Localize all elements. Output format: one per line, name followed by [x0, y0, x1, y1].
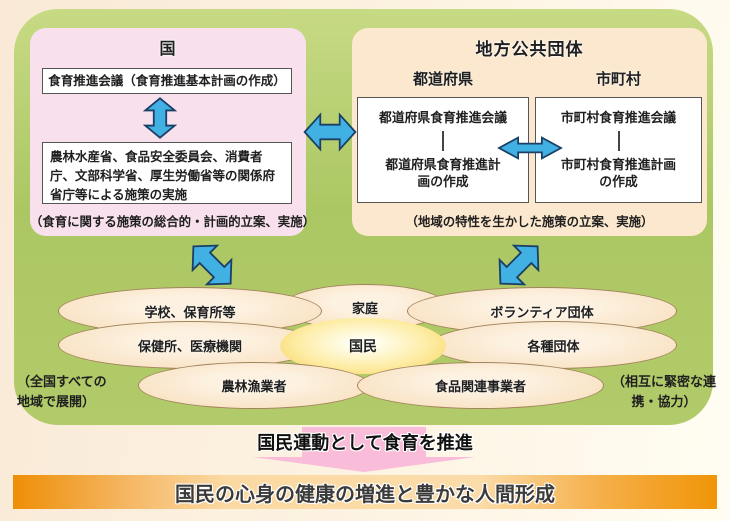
stakeholder-label: 各種団体 — [527, 338, 580, 354]
local-panel: 地方公共団体 都道府県 市町村 都道府県食育推進会議 都道府県食育推進計画の作成… — [352, 28, 707, 236]
stakeholder-ellipse-food-business: 食品関連事業者 — [357, 362, 604, 409]
prefecture-council-label: 都道府県食育推進会議 — [379, 110, 507, 125]
prefecture-municipal-double-arrow-icon — [497, 136, 563, 160]
nation-council-label: 食育推進会議（食育推進基本計画の作成） — [48, 73, 286, 88]
nation-title: 国 — [159, 41, 177, 58]
municipal-plan-label: 市町村食育推進計画の作成 — [560, 157, 677, 190]
local-title: 地方公共団体 — [475, 40, 584, 59]
municipal-council-label: 市町村食育推進会議 — [560, 110, 677, 125]
stakeholder-label: 家庭 — [351, 300, 378, 316]
connector-line — [442, 131, 444, 151]
goal-text: 国民の心身の健康の増進と豊かな人間形成 — [175, 483, 555, 506]
nationwide-caption: （全国すべての地域で展開） — [17, 374, 107, 410]
nation-ministries-box: 農林水産省、食品安全委員会、消費者庁、文部科学省、厚生労働省等の関係府省庁等によ… — [42, 142, 292, 204]
nation-internal-double-arrow-icon — [143, 97, 177, 139]
stakeholder-label: 学校、保育所等 — [144, 304, 236, 320]
local-citizens-double-arrow-icon — [485, 231, 553, 299]
nation-ministries-label: 農林水産省、食品安全委員会、消費者庁、文部科学省、厚生労働省等の関係府省庁等によ… — [50, 150, 276, 202]
nation-council-box: 食育推進会議（食育推進基本計画の作成） — [42, 68, 292, 94]
connector-line — [617, 131, 620, 151]
movement-text: 国民運動として食育を推進 — [257, 433, 473, 453]
nation-caption: （食育に関する施策の総合的・計画的立案、実施） — [30, 215, 315, 229]
stakeholder-label: 保健所、医療機関 — [137, 338, 242, 354]
prefecture-header: 都道府県 — [412, 71, 473, 88]
nation-citizens-double-arrow-icon — [178, 231, 246, 299]
stakeholder-ellipse-health: 保健所、医療機関 — [58, 321, 322, 369]
stakeholder-ellipse-organizations: 各種団体 — [430, 321, 677, 369]
municipal-header: 市町村 — [595, 71, 641, 88]
prefecture-box: 都道府県食育推進会議 都道府県食育推進計画の作成 — [357, 97, 529, 203]
stakeholder-label: 食品関連事業者 — [434, 379, 526, 394]
stakeholder-label: 農林漁業者 — [221, 379, 287, 394]
stakeholder-ellipse-farmers: 農林漁業者 — [138, 362, 370, 409]
prefecture-plan-label: 都道府県食育推進計画の作成 — [385, 157, 501, 190]
cooperation-caption: （相互に緊密な連携・協力） — [612, 374, 717, 410]
promote-down-arrow-icon — [250, 426, 480, 473]
municipal-box: 市町村食育推進会議 市町村食育推進計画の作成 — [535, 97, 702, 203]
stakeholder-label: 国民 — [349, 338, 377, 354]
nation-local-double-arrow-icon — [303, 112, 357, 152]
goal-banner: 国民の心身の健康の増進と豊かな人間形成 — [13, 475, 717, 509]
local-caption: （地域の特性を生かした施策の立案、実施） — [405, 215, 654, 229]
stakeholder-label: ボランティア団体 — [490, 304, 594, 320]
